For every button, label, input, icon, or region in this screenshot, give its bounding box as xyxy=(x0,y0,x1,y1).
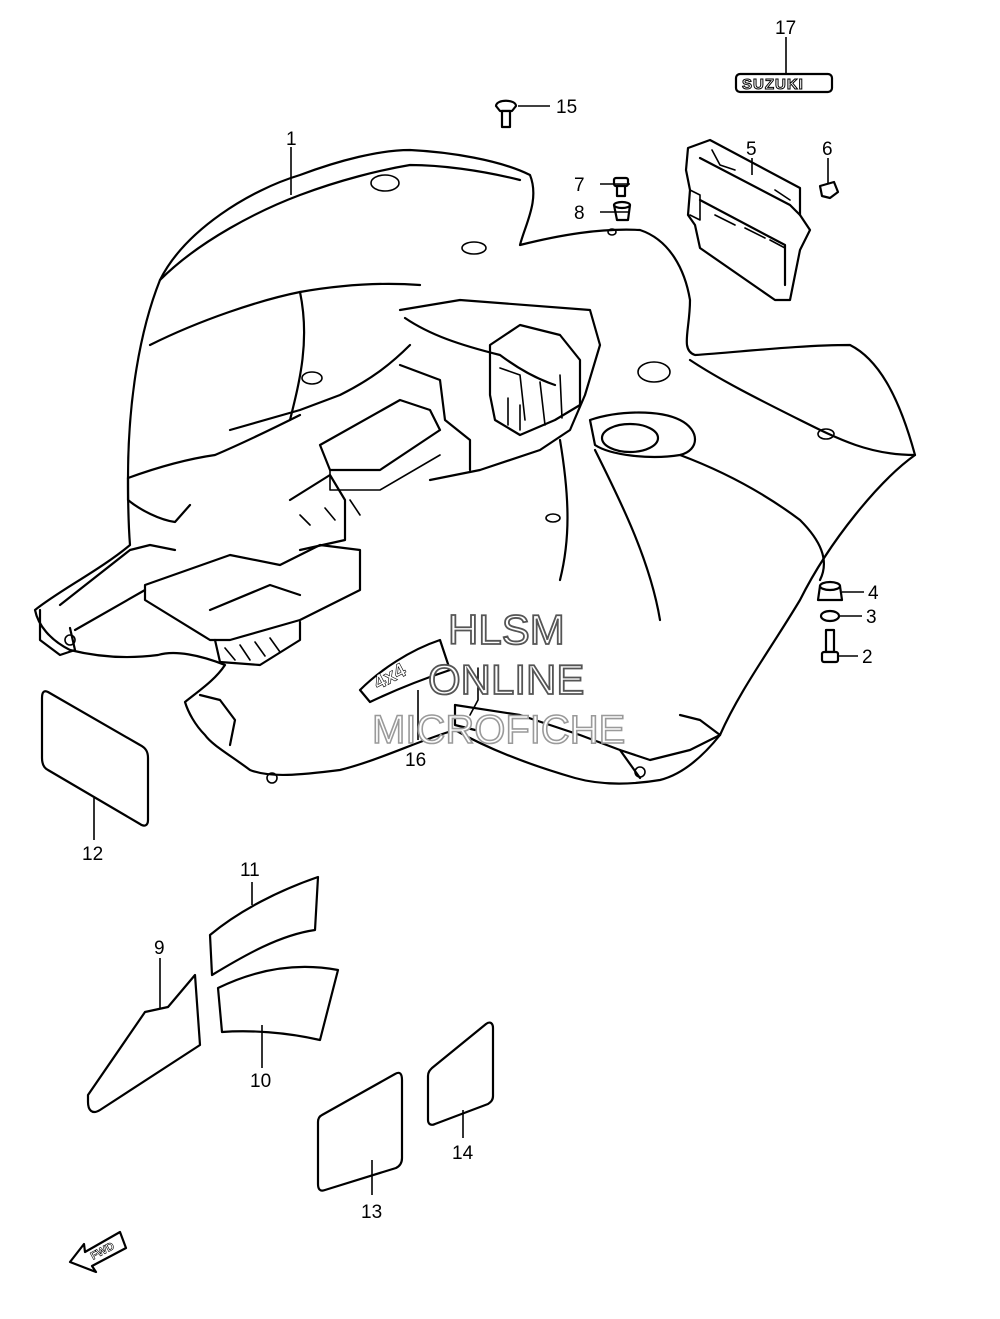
watermark-line-2: ONLINE xyxy=(428,656,584,703)
callout-7: 7 xyxy=(574,175,585,196)
decal-10 xyxy=(216,965,340,1042)
bolt xyxy=(820,628,840,664)
callout-2: 2 xyxy=(862,647,873,668)
callout-16: 16 xyxy=(405,750,426,771)
callout-9: 9 xyxy=(154,938,165,959)
callout-labels: 1 17 15 7 8 5 6 4 3 2 16 12 11 9 10 14 1… xyxy=(82,18,879,1223)
callout-15: 15 xyxy=(556,97,577,118)
rear-bracket xyxy=(684,138,812,302)
leader-lines xyxy=(93,37,864,1195)
collar xyxy=(612,200,632,222)
decal-12 xyxy=(40,690,150,827)
callout-5: 5 xyxy=(746,139,757,160)
fwd-arrow-icon: FWD xyxy=(68,1230,128,1274)
rear-fender: 4x4 xyxy=(33,148,917,785)
push-rivet xyxy=(494,99,518,129)
watermark-line-3: MICROFICHE xyxy=(372,708,625,752)
suzuki-emblem: SUZUKI xyxy=(734,72,834,94)
emblem-text: SUZUKI xyxy=(742,76,804,93)
decal-9 xyxy=(86,973,202,1114)
callout-14: 14 xyxy=(452,1143,474,1164)
callout-4: 4 xyxy=(868,583,879,604)
callout-11: 11 xyxy=(240,860,260,881)
decal-14 xyxy=(426,1021,495,1126)
callout-8: 8 xyxy=(574,203,585,224)
callout-12: 12 xyxy=(82,844,103,865)
callout-6: 6 xyxy=(822,139,833,160)
washer xyxy=(819,609,841,623)
decal-13 xyxy=(316,1071,404,1192)
callout-3: 3 xyxy=(866,607,877,628)
callout-17: 17 xyxy=(775,18,796,39)
screw xyxy=(612,176,630,198)
watermark-line-1: HLSM xyxy=(448,606,565,653)
callout-13: 13 xyxy=(361,1202,382,1223)
cushion xyxy=(816,580,844,602)
watermark: HLSM ONLINE MICROFICHE xyxy=(371,605,626,753)
decal-11 xyxy=(208,875,320,977)
clip xyxy=(818,180,840,200)
callout-10: 10 xyxy=(250,1071,271,1092)
callout-1: 1 xyxy=(286,129,297,150)
